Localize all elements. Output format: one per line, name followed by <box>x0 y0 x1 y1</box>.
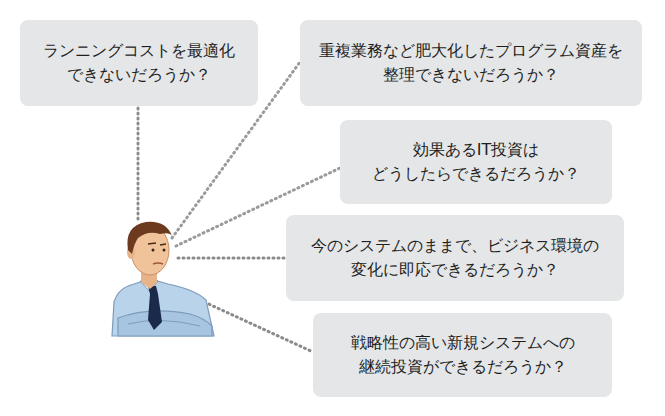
shirt <box>112 279 214 336</box>
text-group: 重複業務など肥大化したプログラム資産を 整理できないだろうか？ <box>314 39 628 87</box>
question-text: 戦略性の高い新規システムへの 継続投資ができるだろうか？ <box>327 331 598 379</box>
eye <box>163 249 166 252</box>
question-text: 重複業務など肥大化したプログラム資産を 整理できないだろうか？ <box>314 39 628 87</box>
man-figure <box>112 222 214 336</box>
question-box: 戦略性の高い新規システムへの 継続投資ができるだろうか？ <box>313 313 612 397</box>
question-text: 今のシステムのままで、ビジネス環境の 変化に即応できるだろうか？ <box>300 234 610 282</box>
leader-line <box>178 257 286 260</box>
leader-line <box>200 300 313 352</box>
crossed-arms <box>118 311 212 336</box>
question-box: 今のシステムのままで、ビジネス環境の 変化に即応できるだろうか？ <box>286 215 624 301</box>
eyebrows <box>148 243 166 245</box>
question-text: 効果あるIT投資は どうしたらできるだろうか？ <box>354 138 598 186</box>
tie <box>148 286 162 330</box>
text-group: 戦略性の高い新規システムへの 継続投資ができるだろうか？ <box>327 331 598 379</box>
hair <box>127 222 172 254</box>
text-group: 効果あるIT投資は どうしたらできるだろうか？ <box>354 138 598 186</box>
eye <box>152 249 155 252</box>
question-text: ランニングコストを最適化 できないだろうか？ <box>34 39 244 87</box>
leader-line <box>137 108 140 222</box>
question-box: 重複業務など肥大化したプログラム資産を 整理できないだろうか？ <box>300 20 642 106</box>
text-group: ランニングコストを最適化 できないだろうか？ <box>34 39 244 87</box>
question-box: 効果あるIT投資は どうしたらできるだろうか？ <box>340 120 612 204</box>
mouth <box>153 263 163 264</box>
arm-fold <box>128 320 200 326</box>
text-group: 今のシステムのままで、ビジネス環境の 変化に即応できるだろうか？ <box>300 234 610 282</box>
question-box: ランニングコストを最適化 できないだろうか？ <box>20 20 258 106</box>
